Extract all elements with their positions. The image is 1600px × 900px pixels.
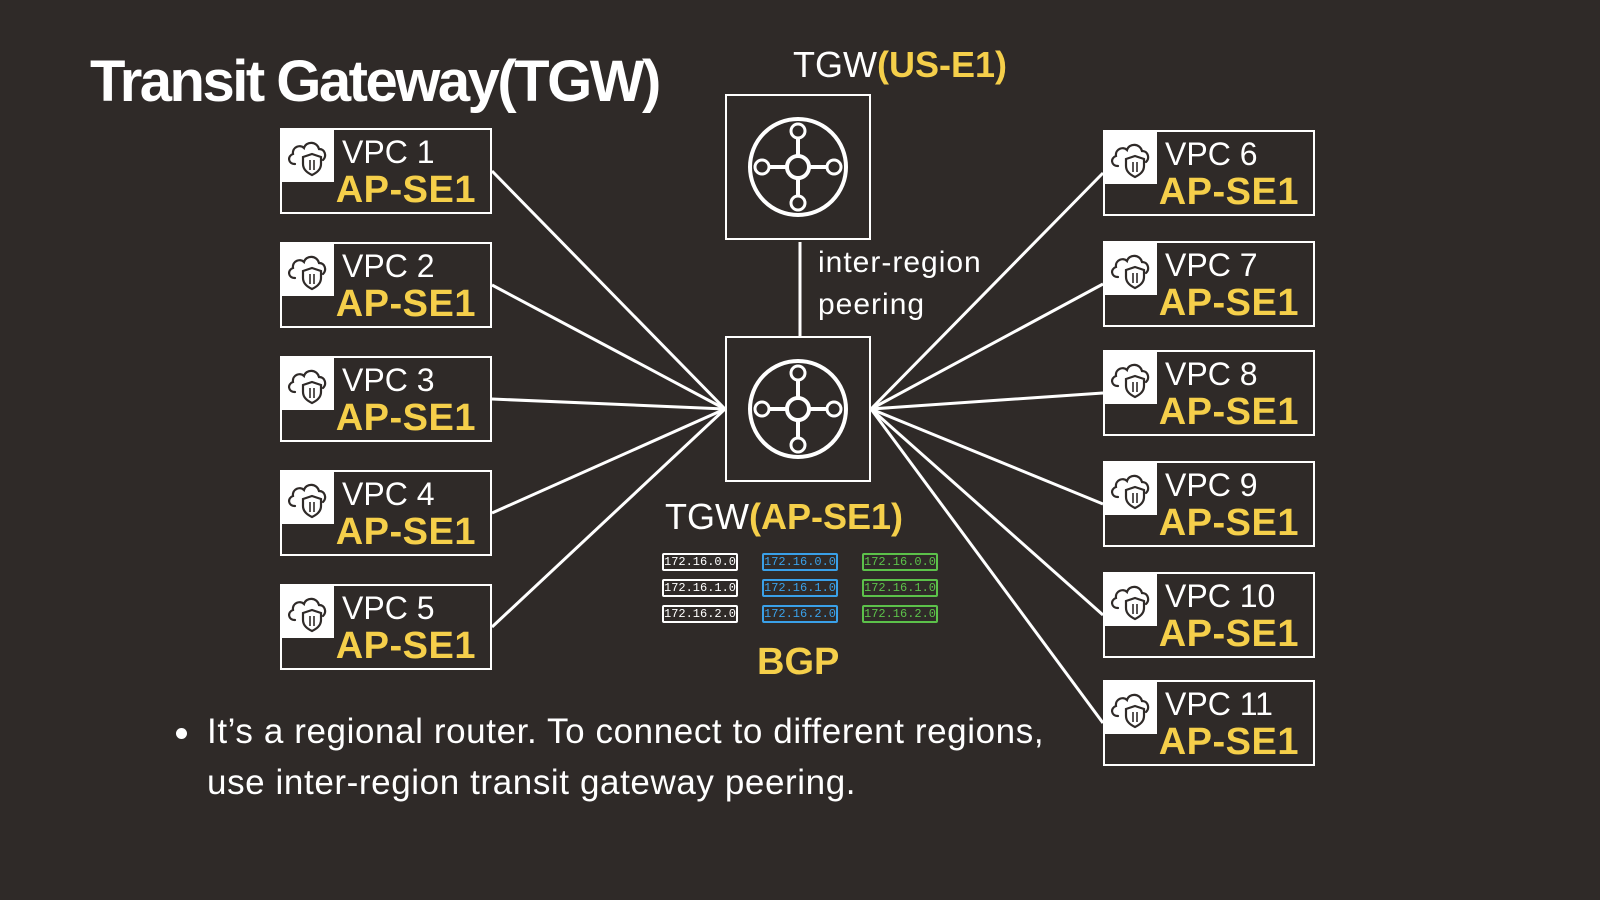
vpc-name: VPC 3 bbox=[342, 362, 435, 398]
cloud-shield-icon bbox=[1105, 463, 1157, 515]
vpc-name: VPC 9 bbox=[1165, 467, 1258, 503]
vpc-link bbox=[870, 391, 1104, 411]
tgw-main-node[interactable] bbox=[725, 336, 871, 482]
peering-label-line1: inter-region bbox=[818, 246, 982, 279]
vpc-region: AP-SE1 bbox=[335, 625, 476, 667]
peering-label-line2: peering bbox=[818, 288, 926, 321]
vpc-name: VPC 7 bbox=[1165, 247, 1258, 283]
vpc-node-2[interactable]: VPC 2 AP-SE1 bbox=[280, 242, 492, 328]
vpc-node-4[interactable]: VPC 4 AP-SE1 bbox=[280, 470, 492, 556]
vpc-node-7[interactable]: VPC 7 AP-SE1 bbox=[1103, 241, 1315, 327]
vpc-region: AP-SE1 bbox=[1158, 502, 1299, 544]
vpc-region: AP-SE1 bbox=[335, 397, 476, 439]
tgw-top-prefix: TGW bbox=[793, 44, 877, 85]
vpc-link bbox=[490, 407, 727, 629]
vpc-region: AP-SE1 bbox=[335, 511, 476, 553]
cloud-shield-icon bbox=[282, 586, 334, 638]
vpc-region: AP-SE1 bbox=[1158, 171, 1299, 213]
vpc-region: AP-SE1 bbox=[1158, 721, 1299, 763]
vpc-name: VPC 1 bbox=[342, 134, 435, 170]
route-entry: 172.16.2.0 bbox=[662, 605, 738, 623]
cloud-shield-icon bbox=[1105, 352, 1157, 404]
vpc-name: VPC 8 bbox=[1165, 356, 1258, 392]
tgw-main-region: (AP-SE1) bbox=[748, 496, 904, 537]
route-entry: 172.16.0.0 bbox=[862, 553, 938, 571]
transit-gateway-hub-icon bbox=[748, 117, 848, 217]
page-title: Transit Gateway(TGW) bbox=[90, 49, 661, 114]
vpc-name: VPC 10 bbox=[1165, 578, 1276, 614]
route-entry: 172.16.0.0 bbox=[762, 553, 838, 571]
route-entry: 172.16.2.0 bbox=[862, 605, 938, 623]
cloud-shield-icon bbox=[282, 130, 334, 182]
tgw-top-region: (US-E1) bbox=[876, 44, 1007, 85]
vpc-region: AP-SE1 bbox=[335, 169, 476, 211]
cloud-shield-icon bbox=[282, 244, 334, 296]
vpc-node-5[interactable]: VPC 5 AP-SE1 bbox=[280, 584, 492, 670]
peering-label: inter-region peering bbox=[818, 242, 982, 326]
route-entry: 172.16.2.0 bbox=[762, 605, 838, 623]
vpc-name: VPC 2 bbox=[342, 248, 435, 284]
tgw-top-node[interactable] bbox=[725, 94, 871, 240]
vpc-region: AP-SE1 bbox=[335, 283, 476, 325]
tgw-main-prefix: TGW bbox=[665, 496, 749, 537]
vpc-node-6[interactable]: VPC 6 AP-SE1 bbox=[1103, 130, 1315, 216]
vpc-name: VPC 11 bbox=[1165, 686, 1273, 722]
cloud-shield-icon bbox=[282, 358, 334, 410]
vpc-link bbox=[870, 282, 1104, 411]
route-entry: 172.16.1.0 bbox=[862, 579, 938, 597]
bgp-label: BGP bbox=[757, 641, 840, 683]
route-entry: 172.16.0.0 bbox=[662, 553, 738, 571]
route-entry: 172.16.1.0 bbox=[662, 579, 738, 597]
vpc-link bbox=[869, 408, 1105, 724]
vpc-link bbox=[491, 283, 726, 411]
cloud-shield-icon bbox=[1105, 574, 1157, 626]
route-entry: 172.16.1.0 bbox=[762, 579, 838, 597]
vpc-node-9[interactable]: VPC 9 AP-SE1 bbox=[1103, 461, 1315, 547]
cloud-shield-icon bbox=[1105, 682, 1157, 734]
vpc-link bbox=[869, 171, 1105, 411]
vpc-name: VPC 5 bbox=[342, 590, 435, 626]
vpc-node-8[interactable]: VPC 8 AP-SE1 bbox=[1103, 350, 1315, 436]
route-table-green: 172.16.0.0 172.16.1.0 172.16.2.0 bbox=[862, 553, 938, 631]
vpc-region: AP-SE1 bbox=[1158, 282, 1299, 324]
route-table-blue: 172.16.0.0 172.16.1.0 172.16.2.0 bbox=[762, 553, 838, 631]
vpc-region: AP-SE1 bbox=[1158, 391, 1299, 433]
cloud-shield-icon bbox=[282, 472, 334, 524]
vpc-node-1[interactable]: VPC 1 AP-SE1 bbox=[280, 128, 492, 214]
vpc-link bbox=[491, 407, 726, 515]
route-table-white: 172.16.0.0 172.16.1.0 172.16.2.0 bbox=[662, 553, 738, 631]
transit-gateway-hub-icon bbox=[748, 359, 848, 459]
vpc-link bbox=[870, 407, 1104, 506]
cloud-shield-icon bbox=[1105, 243, 1157, 295]
vpc-node-11[interactable]: VPC 11 AP-SE1 bbox=[1103, 680, 1315, 766]
vpc-link bbox=[490, 169, 727, 411]
vpc-node-3[interactable]: VPC 3 AP-SE1 bbox=[280, 356, 492, 442]
vpc-node-10[interactable]: VPC 10 AP-SE1 bbox=[1103, 572, 1315, 658]
vpc-name: VPC 6 bbox=[1165, 136, 1258, 172]
vpc-link bbox=[870, 407, 1104, 617]
bullet-text: It’s a regional router. To connect to di… bbox=[207, 712, 1045, 802]
vpc-name: VPC 4 bbox=[342, 476, 435, 512]
tgw-main-label: TGW(AP-SE1) bbox=[665, 496, 903, 538]
cloud-shield-icon bbox=[1105, 132, 1157, 184]
vpc-link bbox=[491, 397, 726, 411]
bullet-dot bbox=[176, 728, 187, 739]
vpc-region: AP-SE1 bbox=[1158, 613, 1299, 655]
tgw-top-label: TGW(US-E1) bbox=[793, 44, 1007, 86]
